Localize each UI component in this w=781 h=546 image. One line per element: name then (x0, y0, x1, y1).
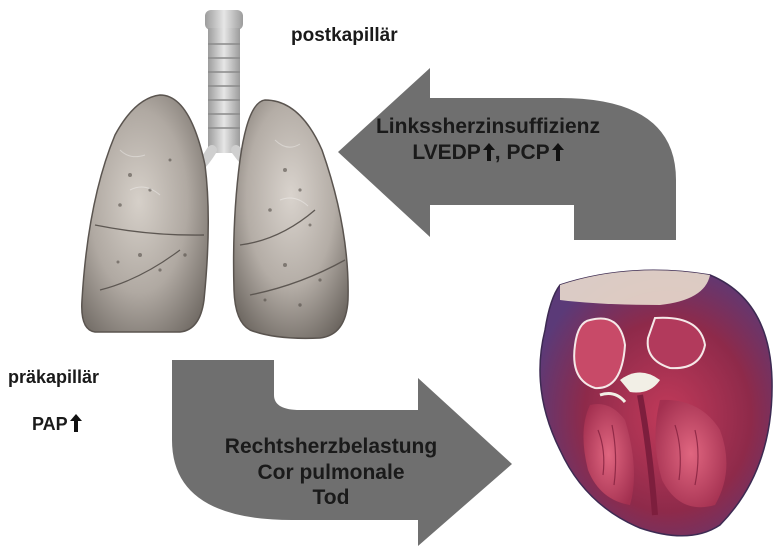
pcp-text: , PCP (495, 141, 550, 164)
pap-text: PAP (32, 414, 68, 434)
bottom-arrow-text: Rechtsherzbelastung Cor pulmonale Tod (196, 434, 466, 511)
top-arrow-line2: LVEDP , PCP (352, 140, 624, 166)
top-arrow-line1: Linkssherzinsuffizienz (352, 114, 624, 140)
postkapillar-label: postkapillär (291, 26, 398, 45)
lungs-illustration (82, 10, 348, 338)
pap-label: PAP (32, 414, 82, 433)
heart-cross-section (540, 270, 772, 536)
bottom-arrow-line1: Rechtsherzbelastung (196, 434, 466, 460)
bottom-arrow-line3: Tod (196, 485, 466, 511)
up-arrow-icon (483, 143, 495, 161)
prakapillar-label: präkapillär (8, 368, 99, 386)
up-arrow-icon (70, 414, 82, 432)
up-arrow-icon (552, 143, 564, 161)
top-arrow-text: Linkssherzinsuffizienz LVEDP , PCP (352, 114, 624, 165)
lvedp-text: LVEDP (412, 141, 480, 164)
bottom-arrow-line2: Cor pulmonale (196, 460, 466, 486)
